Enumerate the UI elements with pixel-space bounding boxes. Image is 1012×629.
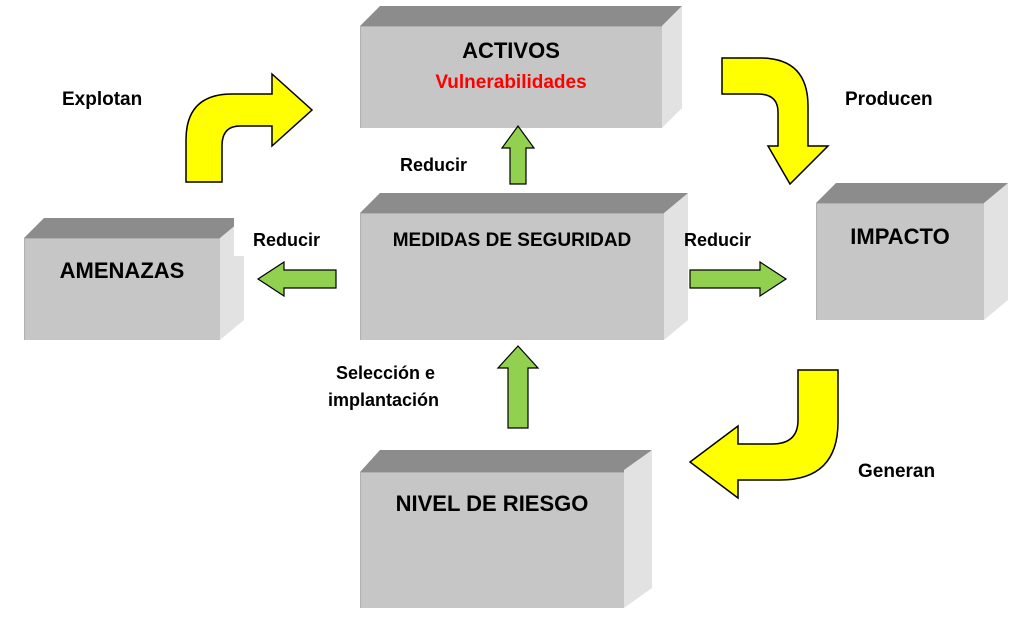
reducir-right-label: Reducir: [684, 230, 752, 250]
producen-label: Producen: [845, 89, 933, 110]
impacto-title: IMPACTO: [850, 224, 950, 249]
reducir-right-arrow-icon: [689, 260, 788, 298]
generan-label: Generan: [858, 461, 936, 482]
medidas-box-face: [360, 213, 664, 340]
amenazas-title: AMENAZAS: [59, 258, 185, 283]
explotan-label: Explotan: [62, 89, 143, 110]
activos-box-face: [360, 26, 662, 128]
seleccion-label-line1: Selección e: [336, 363, 436, 383]
reducir-left-arrow-icon: [256, 260, 337, 298]
amenazas-box-top: [24, 218, 244, 238]
reducir-up-arrow-icon: [500, 124, 536, 185]
generan-arrow-icon: [688, 369, 839, 500]
activos-box-top: [360, 6, 682, 26]
medidas-title: MEDIDAS DE SEGURIDAD: [392, 230, 632, 251]
nivel-box-side: [624, 450, 652, 608]
producen-arrow-icon: [721, 57, 830, 186]
amenazas-box-face: [24, 238, 220, 340]
seleccion-up-arrow-icon: [496, 345, 540, 429]
amenazas-label-mask: [234, 212, 248, 256]
nivel-box-face: [360, 472, 624, 608]
reducir-top-label: Reducir: [400, 155, 468, 175]
reducir-left-label: Reducir: [253, 230, 321, 250]
activos-box-side: [662, 6, 682, 128]
impacto-box-top: [816, 183, 1008, 203]
activos-subtitle: Vulnerabilidades: [435, 72, 587, 93]
explotan-arrow-icon: [185, 72, 314, 183]
impacto-box-side: [984, 183, 1008, 320]
nivel-title: NIVEL DE RIESGO: [395, 491, 589, 516]
activos-title: ACTIVOS: [462, 38, 560, 63]
nivel-box-top: [360, 450, 652, 472]
medidas-box-side: [664, 193, 688, 340]
medidas-box-top: [360, 193, 688, 213]
seleccion-label-line2: implantación: [328, 390, 440, 410]
impacto-box-face: [816, 203, 984, 320]
